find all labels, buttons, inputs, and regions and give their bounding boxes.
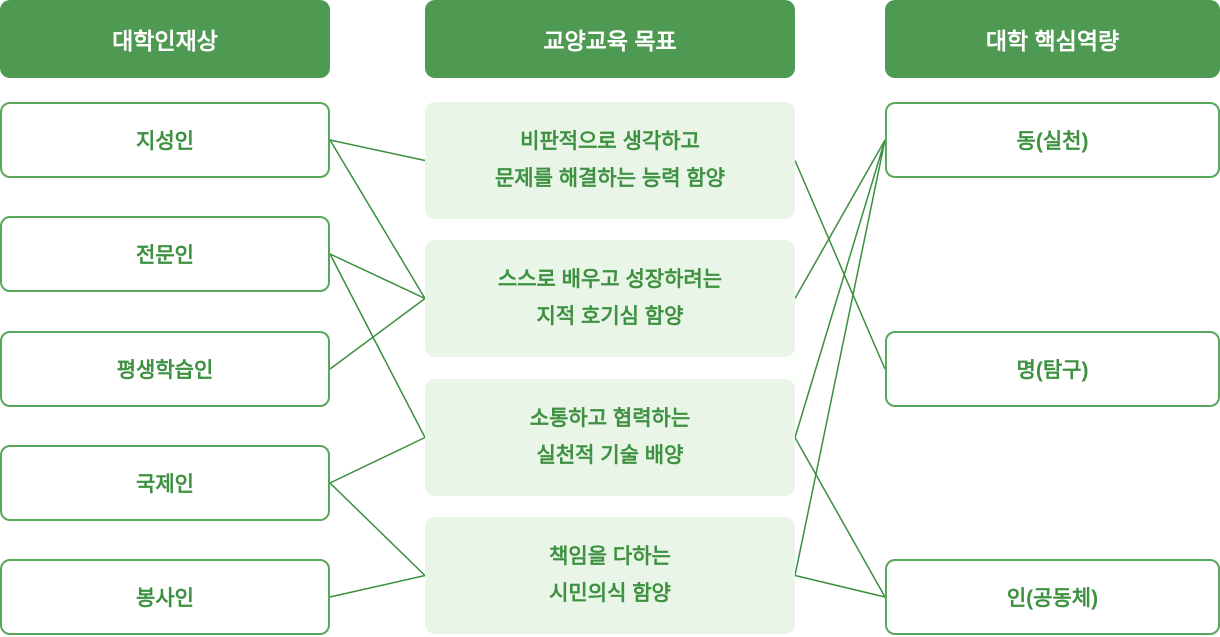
goal-item-2: 소통하고 협력하는 실천적 기술 배양 [425, 379, 795, 496]
competency-item-1: 명(탐구) [885, 331, 1220, 407]
talent-item-0: 지성인 [0, 102, 330, 178]
goal-item-1: 스스로 배우고 성장하려는 지적 호기심 함양 [425, 240, 795, 357]
goal-item-3: 책임을 다하는 시민의식 함양 [425, 517, 795, 634]
goal-item-0: 비판적으로 생각하고 문제를 해결하는 능력 함양 [425, 102, 795, 219]
competency-item-2: 인(공동체) [885, 559, 1220, 635]
competency-column-header: 대학 핵심역량 [885, 0, 1220, 78]
talent-item-2: 평생학습인 [0, 331, 330, 407]
competency-item-0: 동(실천) [885, 102, 1220, 178]
talent-item-4: 봉사인 [0, 559, 330, 635]
goals-column-header: 교양교육 목표 [425, 0, 795, 78]
talent-item-3: 국제인 [0, 445, 330, 521]
talent-item-1: 전문인 [0, 216, 330, 292]
talent-column-header: 대학인재상 [0, 0, 330, 78]
